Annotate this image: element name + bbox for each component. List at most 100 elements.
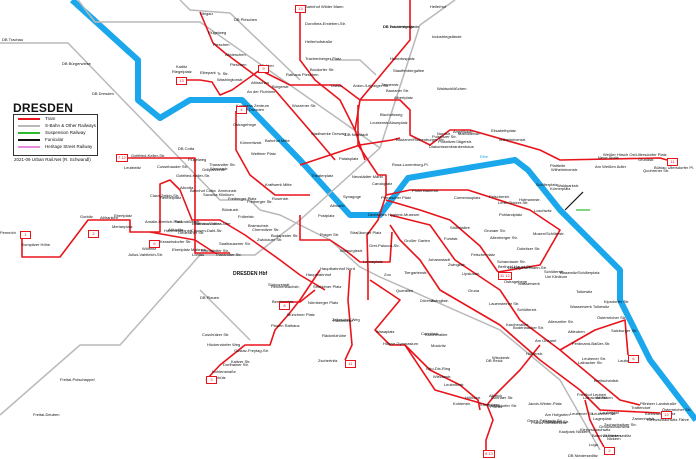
tram-station-label: Grunaer Str. [484,228,506,233]
tram-station-label: Breitscheidstr. [594,378,620,383]
tram-station-label: Uni Klinikum [545,274,568,279]
tram-station-label: Elisabethplatz [491,128,516,133]
tram-station-label: Bühlau Ullersdorfer Pl. [654,165,695,170]
tram-station-label: Quohrener Str. [643,168,670,173]
terminus-line-badge: 6 [628,355,639,363]
tram-station-label: Riegelplatz [172,69,192,74]
tram-station-label: Dorfhainer Str. [223,362,249,367]
tram-station-label: Wurzener Str. [292,103,317,108]
tram-station-label: Räcknitzhöhe [322,333,347,338]
rail-station-label: DB Trachau [2,37,24,42]
terminus-line-badge: 12 [661,411,672,419]
tram-station-label: Schandauer Str. [497,259,526,264]
tram-station-label: Tr. Str. [217,71,229,76]
tram-station-label: Freiberger Platz [228,196,257,201]
tram-station-label: Hülsse-Gymnasium [383,341,418,346]
tram-station-label: Bahnhof Niedersedlitz [592,433,632,438]
rail-station-label: DB Plauen [200,295,220,300]
tram-station-label: Gret-Palucca-Str. [369,243,400,248]
tram-station-label: Lagerplatz [593,416,612,421]
tram-station-label: Clausen-Dahl-Str. [191,228,223,233]
tram-station-label: Laubegast [618,358,637,364]
tram-station-label: Stauffenbergallee [393,68,425,73]
tram-station-label: Trattendorf [631,405,651,410]
tram-station-label: Washingtonstr. [217,77,244,82]
tram-station-label: Jacob-Winter-Platz [528,401,562,406]
tram-station-label: Messe Dresden [236,107,265,112]
rail-station-label: DB Reick [486,358,503,363]
tram-station-label: Lennéplatz [363,259,383,264]
tram-station-label: Walpurgisstr. [340,248,363,253]
tram-station-label: Laibacher Str. [578,360,603,365]
tram-station-label: Bahnhof Mitte [265,138,290,143]
tram-station-label: Querallee [396,288,414,293]
tram-station-label: Freiberger Str. [247,199,273,204]
tram-station-label: Synagoge [343,194,362,199]
tram-station-label: Hebbelplatz [160,195,182,200]
legend-label: Funicular [45,137,64,142]
tram-station-label: Bernhardstr. [272,299,294,305]
tram-station-label: Schillerplatz [536,182,558,187]
terminus-line-badge: 11 [345,360,356,368]
tram-station-label: Anton-/Leipziger Str. [353,83,390,88]
rail-station-label: DB Neustadt [345,132,368,137]
heritage-line-icon [18,146,40,148]
tram-station-label: Pfotenhauerstr. [412,188,440,193]
rail-station-label: DB Trachenberge [383,24,415,29]
tram-station-label: Ludwig-Hartmann-Str. [508,265,547,270]
tram-station-label: Zoo [384,272,391,277]
terminus-line-badge: 4 [236,106,247,114]
tram-station-label: Pulsnitzer Str. [432,134,457,139]
tram-station-label: Österreicher Str. [662,407,692,412]
tram-station-label: Bürgerstr. [272,84,290,89]
tram-station-label: Bramschstr. [248,223,270,228]
tram-station-label: Rosenstr. [272,196,289,201]
legend-label: S-Bahn & Other Railways [45,123,97,128]
tram-station-label: Dohnaer Str. [491,395,514,400]
map-title: DRESDEN [13,101,74,115]
tram-station-label: Wilhelminenstr. [551,167,579,172]
tram-station-label: Zwinglistr. [431,298,449,303]
legend-label: Tram [45,116,56,121]
tram-station-label: Pieschen [213,42,230,47]
tram-station-label: Übigau [200,11,213,16]
tram-station-label: Wieckestr. [492,355,511,360]
tram-station-label: Hellerhofstraße [305,39,333,44]
tram-station-label: Gruna [468,288,480,293]
tram-station-label: Lockwitzer Str. [543,419,570,424]
terminus-line-badge: 8 [279,302,290,310]
terminus-line-badge: 6 [149,240,160,248]
tram-line-icon [18,118,40,120]
tram-station-label: Karcherallee [425,332,448,337]
tram-station-label: Prohlis Gleisschleife [531,420,568,425]
tram-station-label: Kleinzschachwitz [580,427,611,432]
tram-station-label: Südvorstadt [268,282,290,287]
rail-station-label: Freital-Potschappel [60,377,95,382]
tram-station-label: Lauensteiner Str. [489,301,520,306]
tram-station-label: Gustav-Freytag-Str. [234,348,269,353]
tram-station-label: Rosa-Luxemburg-Pl. [392,162,429,167]
tram-station-label: Altpieschen [225,52,246,57]
tram-station-label: Merianplatz [112,224,133,229]
tram-station-label: Zwickauer Str. [257,237,283,242]
terminus-line-badge: 1 [20,231,31,239]
tram-station-label: Flügelweg [208,30,227,35]
tram-station-label: Körnerplatz [550,186,571,191]
tram-station-label: Zschachwitzer Str. [604,422,637,427]
legend-item-sbahn: S-Bahn & Other Railways [18,123,96,129]
tram-station-label: Hellerhof [430,4,447,9]
tram-station-label: Hauptbahnhof [306,272,332,277]
tram-station-label: Kleinzschachwitz Fähre [647,417,690,422]
tram-station-label: Altfranken [100,215,119,220]
funicular-line [564,191,584,211]
tram-station-label: Kraftwerk Mitte [265,182,292,187]
tram-station-label: Österreicher Str. [597,315,627,320]
tram-station-label: Leubener Str. [582,356,607,361]
tram-station-label: Tharandter Str. [209,162,236,167]
tram-station-label: Gottfried-Keller-Str. [176,173,211,178]
tram-station-label: Wasaplatz [376,329,395,334]
tram-station-label: Leubener Str. [592,411,617,416]
tram-station-label: Zwinglistr. [448,262,466,267]
tram-lines [21,0,668,450]
